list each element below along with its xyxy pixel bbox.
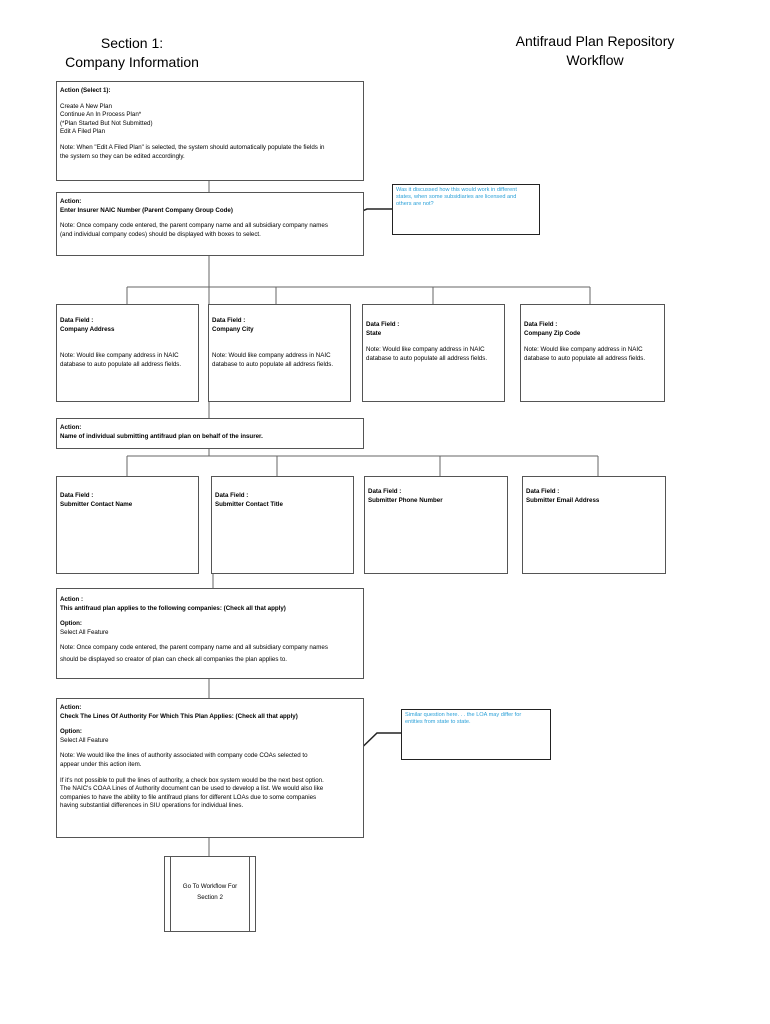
workflow-title-line1: Antifraud Plan Repository [515, 33, 675, 49]
field-label: Data Field : [366, 321, 400, 328]
workflow-title-line2: Workflow [566, 52, 624, 68]
callout-loa-line2: entities from state to state. [405, 719, 471, 725]
comment-callout-loa: Similar question here. . . the LOA may d… [401, 709, 551, 760]
field-title-email-address: Submitter Email Address [526, 496, 600, 504]
callout-states-line2: states, when some subsidiaries are licen… [396, 194, 517, 200]
field-note-line1: Note: Would like company address in NAIC [212, 352, 331, 360]
callout-states-line3: others are not? [396, 201, 434, 207]
companies-action-box: Action : This antifraud plan applies to … [56, 588, 364, 679]
field-contact-title-box: Data Field : Submitter Contact Title [211, 476, 354, 574]
loa-option-value: Select All Feature [60, 736, 109, 744]
loa-action-box: Action: Check The Lines Of Authority For… [56, 698, 364, 838]
naic-action-title: Enter Insurer NAIC Number (Parent Compan… [60, 206, 233, 214]
field-contact-name-box: Data Field : Submitter Contact Name [56, 476, 199, 574]
loa-action-title: Check The Lines Of Authority For Which T… [60, 712, 298, 720]
action-option-continue: Continue An In Process Plan* [60, 111, 142, 119]
action-option-note: (*Plan Started But Not Submitted) [60, 119, 153, 127]
submitter-action-title: Name of individual submitting antifraud … [60, 432, 263, 440]
field-zip-code-box: Data Field : Company Zip Code Note: Woul… [520, 304, 665, 402]
field-company-city-box: Data Field : Company City Note: Would li… [208, 304, 351, 402]
field-phone-number-box: Data Field : Submitter Phone Number [364, 476, 508, 574]
field-title-contact-title: Submitter Contact Title [215, 500, 283, 508]
field-note-line1: Note: Would like company address in NAIC [60, 352, 179, 360]
companies-note-line2: should be displayed so creator of plan c… [60, 655, 288, 663]
submitter-action-label: Action: [60, 424, 82, 431]
field-note-line1: Note: Would like company address in NAIC [524, 346, 643, 354]
loa-note-line3: If it's not possible to pull the lines o… [60, 776, 324, 784]
companies-option-value: Select All Feature [60, 628, 109, 636]
loa-note-line1: Note: We would like the lines of authori… [60, 752, 308, 760]
naic-note-line1: Note: Once company code entered, the par… [60, 222, 328, 230]
field-note-line2: database to auto populate all address fi… [212, 360, 334, 368]
field-label: Data Field : [524, 321, 558, 328]
loa-note-line5: companies to have the ability to file an… [60, 793, 317, 801]
process-bar-right [249, 857, 250, 931]
go-to-workflow-line1: Go To Workflow For [182, 883, 238, 890]
companies-action-title: This antifraud plan applies to the follo… [60, 604, 286, 612]
callout-loa-line1: Similar question here. . . the LOA may d… [405, 712, 522, 718]
go-to-workflow-line2: Section 2 [197, 894, 223, 901]
workflow-title: Antifraud Plan Repository Workflow [500, 32, 690, 70]
loa-action-label: Action: [60, 704, 82, 711]
field-label: Data Field : [526, 488, 560, 495]
field-state-box: Data Field : State Note: Would like comp… [362, 304, 505, 402]
field-label: Data Field : [60, 492, 94, 499]
loa-note-line2: appear under this action item. [60, 760, 142, 768]
field-email-address-box: Data Field : Submitter Email Address [522, 476, 666, 574]
comment-callout-states: Was it discussed how this would work in … [392, 184, 540, 235]
action-select-note-line2: the system so they can be edited accordi… [60, 152, 185, 160]
field-label: Data Field : [215, 492, 249, 499]
field-label: Data Field : [60, 317, 94, 324]
section-title-line1: Section 1: [100, 35, 164, 51]
field-title-state: State [366, 329, 382, 337]
field-label: Data Field : [212, 317, 246, 324]
companies-note-line1: Note: Once company code entered, the par… [60, 644, 328, 652]
field-title-zip-code: Company Zip Code [524, 329, 581, 337]
go-to-section-2-box[interactable]: Go To Workflow For Section 2 [164, 856, 256, 932]
naic-note-line2: (and individual company codes) should be… [60, 230, 261, 238]
action-select-title: Action (Select 1): [60, 87, 111, 94]
loa-note-line4: The NAIC's COAA Lines of Authority docum… [60, 785, 324, 793]
field-company-address-box: Data Field : Company Address Note: Would… [56, 304, 199, 402]
field-title-company-city: Company City [212, 325, 254, 333]
companies-option-label: Option: [60, 620, 82, 628]
action-option-create: Create A New Plan [60, 102, 112, 110]
action-select-box: Action (Select 1): Create A New Plan Con… [56, 81, 364, 181]
field-title-company-address: Company Address [60, 325, 115, 333]
field-note-line2: database to auto populate all address fi… [366, 354, 488, 362]
field-note-line2: database to auto populate all address fi… [60, 360, 182, 368]
loa-option-label: Option: [60, 728, 82, 736]
callout-states-line1: Was it discussed how this would work in … [396, 187, 517, 193]
section-title-line2: Company Information [65, 54, 199, 70]
submitter-action-box: Action: Name of individual submitting an… [56, 418, 364, 449]
section-title: Section 1: Company Information [44, 34, 220, 72]
field-title-phone-number: Submitter Phone Number [368, 496, 443, 504]
field-title-contact-name: Submitter Contact Name [60, 500, 133, 508]
process-bar-left [170, 857, 171, 931]
companies-action-label: Action : [60, 596, 84, 603]
action-select-note-line1: Note: When "Edit A Filed Plan" is select… [60, 143, 325, 151]
action-option-edit: Edit A Filed Plan [60, 128, 106, 136]
loa-note-line6: having substantial differences in SIU op… [60, 802, 244, 810]
naic-action-label: Action: [60, 198, 82, 205]
naic-action-box: Action: Enter Insurer NAIC Number (Paren… [56, 192, 364, 256]
field-note-line2: database to auto populate all address fi… [524, 354, 646, 362]
field-label: Data Field : [368, 488, 402, 495]
field-note-line1: Note: Would like company address in NAIC [366, 346, 485, 354]
